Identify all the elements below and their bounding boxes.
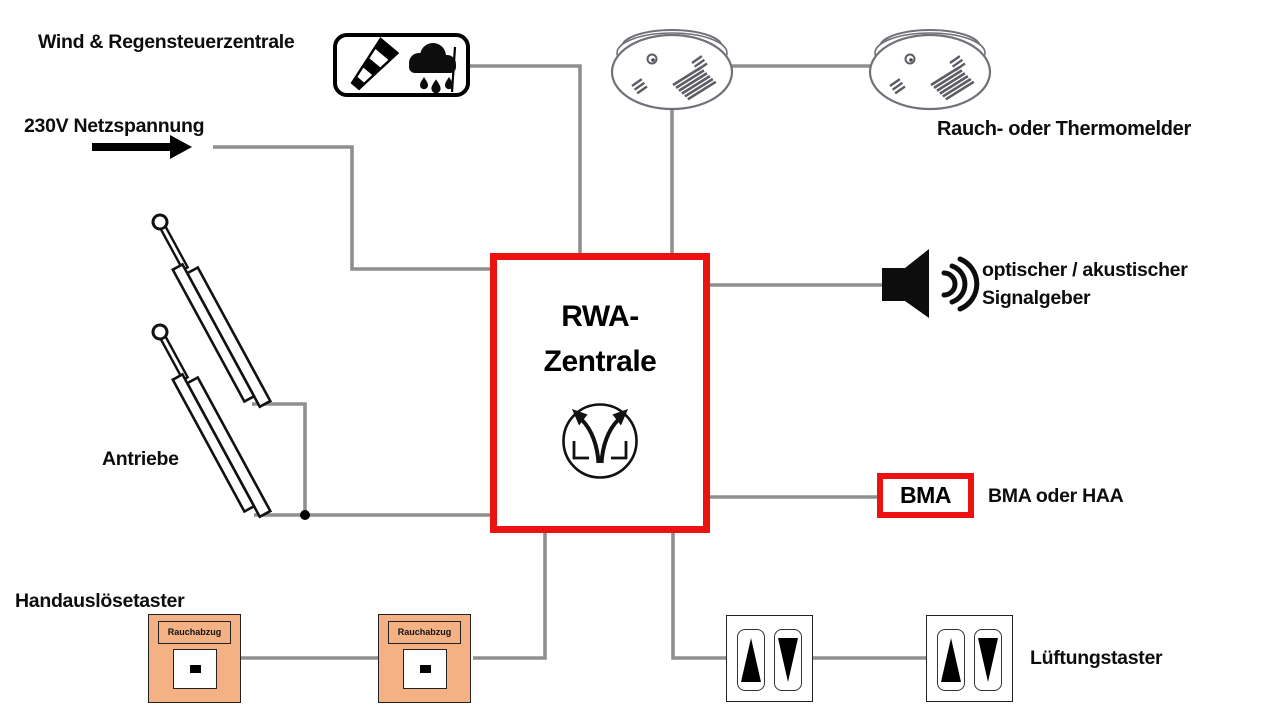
rwa-central-box: RWA- Zentrale [490,253,710,533]
vent-up-button[interactable] [737,629,765,691]
wind-rain-control-box [333,33,470,97]
connector-line [468,64,582,257]
manual-call-tag: Rauchabzug [388,621,461,644]
rain-cloud-icon [409,43,456,94]
vent-switch-label: Lüftungstaster [1030,647,1163,669]
signal-device-label-line1: optischer / akustischer [982,259,1188,281]
bma-label: BMA oder HAA [988,485,1124,507]
smoke-detector-label: Rauch- oder Thermomelder [937,118,1191,140]
smoke-detector-icon [610,28,734,111]
wind-rain-label: Wind & Regensteuerzentrale [38,31,295,53]
mains-arrow-icon [92,135,192,159]
actuators-label: Antriebe [102,448,179,470]
actuator-icon [145,318,272,524]
manual-call-point: Rauchabzug [148,614,241,703]
bma-box-text: BMA [900,482,951,508]
up-arrow-icon [741,638,761,682]
manual-call-button[interactable] [173,649,217,689]
actuator-icon [145,208,272,414]
vent-switch [726,615,813,702]
connector-lines [213,64,927,660]
mains-voltage-label: 230V Netzspannung [24,115,205,137]
signal-device-label-line2: Signalgeber [982,287,1091,309]
down-arrow-icon [978,638,998,682]
manual-call-tag: Rauchabzug [158,621,231,644]
manual-call-label: Handauslösetaster [15,590,185,612]
junction-dot [300,510,310,520]
rwa-title-line1: RWA- [561,300,639,333]
vent-switch [926,615,1013,702]
connector-line [473,530,547,660]
manual-call-button[interactable] [403,649,447,689]
connector-line [252,402,307,515]
wind-rain-icons [350,37,457,94]
bma-box: BMA [877,473,974,518]
speaker-icon [882,249,980,318]
connector-line [671,530,728,660]
vent-down-button[interactable] [774,629,802,691]
button-dot-icon [419,665,431,673]
down-arrow-icon [778,638,798,682]
button-dot-icon [189,665,201,673]
rwa-vent-icon [562,403,638,479]
smoke-detector-icon [868,28,992,111]
rwa-title-line2: Zentrale [543,345,657,378]
manual-call-point: Rauchabzug [378,614,471,703]
connector-line [213,145,494,271]
vent-up-button[interactable] [937,629,965,691]
up-arrow-icon [941,638,961,682]
vent-down-button[interactable] [974,629,1002,691]
